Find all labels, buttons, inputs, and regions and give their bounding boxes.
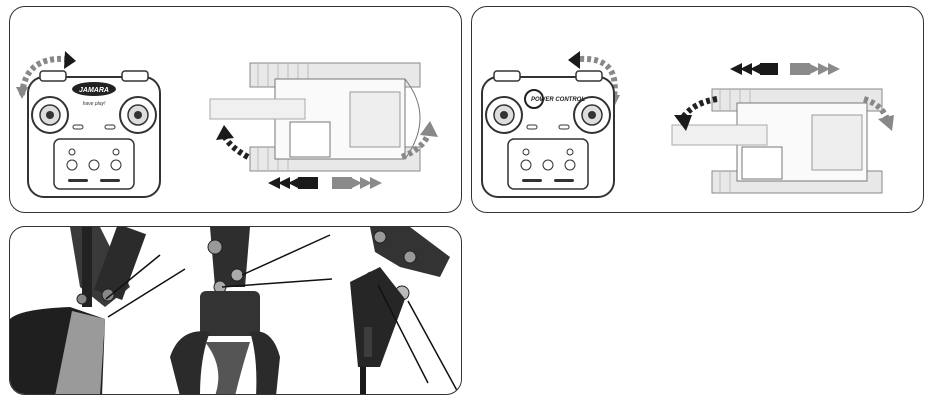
rotate-left-arrow-icon bbox=[674, 96, 718, 131]
hook-attachment-photo bbox=[350, 227, 460, 394]
rotate-arrow-icon bbox=[16, 51, 76, 99]
panel-attachments-graphic bbox=[10, 227, 460, 394]
remote-brand-logo: JAMARA bbox=[79, 87, 109, 94]
excavator-top-view bbox=[671, 88, 883, 194]
remote-tagline: have play! bbox=[83, 101, 106, 107]
bucket-attachment-photo bbox=[10, 227, 186, 394]
panel-rotate-left-graphic: JAMARA have play! bbox=[16, 51, 438, 198]
panel-rotate-right-graphic: POWER CONTROL bbox=[481, 51, 894, 198]
excavator-top-view bbox=[209, 62, 421, 172]
direction-left-chevrons-icon bbox=[730, 63, 778, 75]
direction-right-chevrons-icon bbox=[790, 63, 840, 75]
remote-controller bbox=[481, 70, 615, 198]
direction-right-chevrons-icon bbox=[332, 177, 382, 189]
rotate-right-arrow-icon bbox=[862, 96, 894, 131]
rotate-right-arrow-icon bbox=[400, 121, 438, 160]
panel-rotate-left: JAMARA have play! bbox=[9, 6, 462, 213]
remote-brand-logo: POWER CONTROL bbox=[531, 97, 585, 103]
rotate-left-arrow-icon bbox=[216, 125, 250, 160]
grapple-attachment-photo bbox=[170, 227, 333, 394]
panel-rotate-right: POWER CONTROL bbox=[471, 6, 924, 213]
panel-attachments bbox=[9, 226, 462, 395]
remote-controller bbox=[27, 70, 161, 198]
direction-left-chevrons-icon bbox=[268, 177, 318, 189]
